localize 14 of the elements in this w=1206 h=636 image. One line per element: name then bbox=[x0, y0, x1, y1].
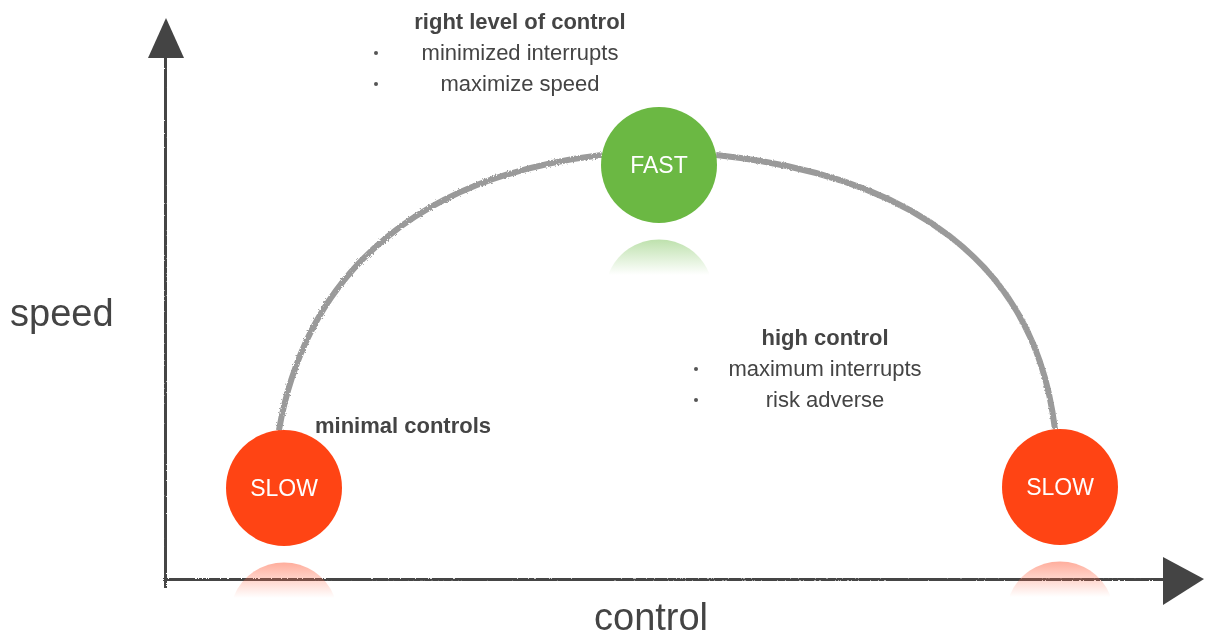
curve-line bbox=[715, 151, 1058, 430]
bullet-text: minimized interrupts bbox=[421, 40, 619, 65]
curve-line bbox=[276, 151, 603, 431]
bullet-text: maximize speed bbox=[440, 71, 600, 96]
heading-text: right level of control bbox=[413, 8, 627, 36]
heading-text: high control bbox=[760, 324, 890, 352]
bullet-text: maximum interrupts bbox=[728, 356, 922, 381]
axis-label: control bbox=[594, 596, 709, 636]
circle-label: SLOW bbox=[250, 474, 318, 502]
circle-label: FAST bbox=[630, 151, 688, 179]
circle-label: SLOW bbox=[1026, 473, 1094, 501]
bullet-text: risk adverse bbox=[765, 387, 885, 412]
heading-text: minimal controls bbox=[315, 412, 493, 440]
axis-label: speed bbox=[10, 292, 114, 335]
